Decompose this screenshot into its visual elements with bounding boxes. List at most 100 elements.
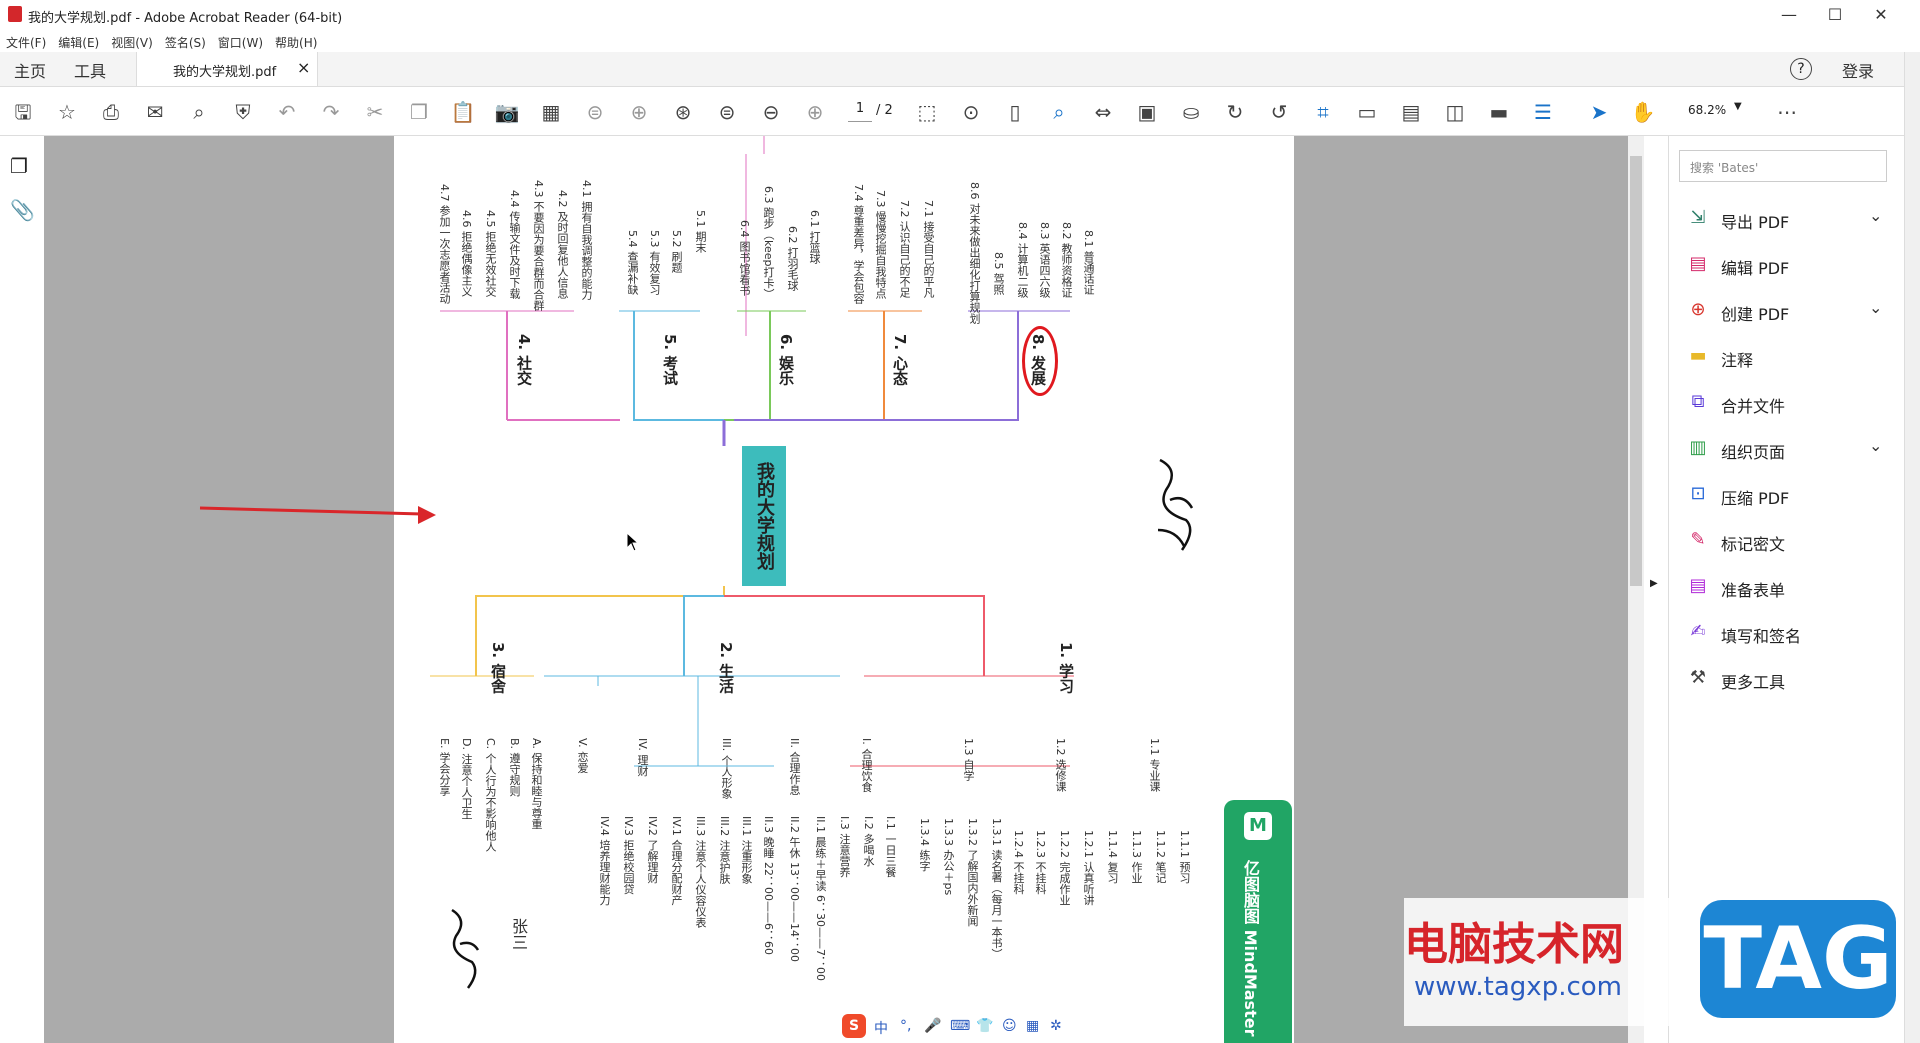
tool-comment[interactable]: ▬注释 [1687,342,1897,372]
page-number-input[interactable]: 1 [848,101,872,122]
save-icon[interactable]: 🖫 [14,100,32,124]
leaf-2-ii: II. 合理作息 [788,738,801,796]
zoom-icon[interactable]: ⊙ [962,100,980,124]
search-bates-input[interactable]: 搜索 'Bates' [1679,150,1887,182]
cut-icon[interactable]: ✂ [366,100,384,124]
minimize-button[interactable]: — [1781,5,1797,24]
rotate-cw-icon[interactable]: ↻ [1226,100,1244,124]
print-icon[interactable]: ⎙ [103,100,119,124]
ime-punctuation[interactable]: °, [900,1018,912,1034]
scroll-thumb[interactable] [1630,156,1642,586]
chevron-down-icon[interactable]: ⌄ [1869,298,1883,317]
tool-prepare-form[interactable]: ▤准备表单 [1687,572,1897,602]
compare-icon[interactable]: ▦ [541,100,561,124]
leaf-4-5: 4.5 拒绝无效社交 [484,210,497,297]
leaf-2-iii: III. 个人形象 [720,738,733,799]
copy-icon[interactable]: ❐ [410,100,428,124]
leaf-5-2: 5.2 刷题 [670,230,683,273]
menu-bar: 文件(F) 编辑(E) 视图(V) 签名(S) 窗口(W) 帮助(H) [0,30,1920,52]
menu-help[interactable]: 帮助(H) [275,36,318,50]
rotate-ccw-icon[interactable]: ↺ [1270,100,1288,124]
zoom-dropdown-icon[interactable]: ▼ [1734,101,1742,112]
last-page-icon[interactable]: ⊜ [718,100,736,124]
outer-scrollbar[interactable] [1904,52,1920,1043]
expand-right-pane-icon[interactable]: ▶ [1650,578,1658,589]
leaf-8-5: 8.5 驾照 [992,252,1005,295]
presentation-icon[interactable]: ▬ [1489,100,1509,124]
marquee-zoom-icon[interactable]: ⬚ [917,100,937,124]
tab-home[interactable]: 主页 [14,62,47,81]
pages-panel-icon[interactable]: ❐ [10,154,28,178]
thumbnails-icon[interactable]: ▤ [1401,100,1421,124]
leaf-1-3-4: 1.3.4 练字 [918,818,931,872]
crop-icon[interactable]: ⌗ [1317,100,1329,124]
more-tools-icon: ⚒ [1689,667,1707,688]
single-page-icon[interactable]: ▭ [1357,100,1377,124]
page-view-icon[interactable]: ▯ [1009,100,1021,124]
ime-keyboard-icon[interactable]: ⌨ [950,1018,971,1034]
find-icon[interactable]: ⌕ [1053,100,1065,124]
tool-fill-sign[interactable]: ✍填写和签名 [1687,618,1897,648]
zoom-level[interactable]: 68.2% [1688,103,1727,117]
more-options-icon[interactable]: ⋯ [1777,100,1797,124]
red-arrow-annotation [199,506,436,524]
tab-tools[interactable]: 工具 [74,62,107,81]
reading-mode-icon[interactable]: ☰ [1534,100,1552,124]
image-icon[interactable]: ▣ [1137,100,1157,124]
email-icon[interactable]: ✉ [146,100,164,124]
next-page-icon[interactable]: ⊛ [674,100,692,124]
attachment-icon[interactable]: 📎 [10,198,35,222]
vertical-scrollbar[interactable] [1628,136,1644,1043]
tool-more[interactable]: ⚒更多工具 [1687,664,1897,694]
snapshot-icon[interactable]: 📷 [494,100,520,124]
tab-document-label: 我的大学规划.pdf [173,65,277,80]
ime-skin-icon[interactable]: 👕 [976,1018,994,1034]
leaf-1-3-1: 1.3.1 读名著（每月一本书） [990,818,1003,960]
login-button[interactable]: 登录 [1842,62,1875,81]
two-page-icon[interactable]: ◫ [1445,100,1465,124]
ime-chinese-mode[interactable]: 中 [874,1021,888,1037]
hand-tool-icon[interactable]: ✋ [1630,100,1656,124]
leaf-1-2: 1.2 选修课 [1054,738,1067,792]
back-icon[interactable]: ⊖ [762,100,780,124]
ime-settings-icon[interactable]: ✲ [1050,1018,1062,1034]
menu-file[interactable]: 文件(F) [6,36,47,50]
sogou-logo-icon[interactable]: S [842,1014,866,1038]
forward-icon[interactable]: ⊕ [806,100,824,124]
chevron-down-icon[interactable]: ⌄ [1869,436,1883,455]
select-cursor-icon[interactable]: ➤ [1590,100,1608,124]
paste-icon[interactable]: 📋 [450,100,476,124]
tool-compress[interactable]: ⊡压缩 PDF [1687,480,1897,510]
tool-organize[interactable]: ▥组织页面⌄ [1687,434,1897,464]
ime-voice-icon[interactable]: 🎤 [924,1018,942,1034]
menu-window[interactable]: 窗口(W) [217,36,264,50]
bookmark-star-icon[interactable]: ☆ [58,100,76,124]
stamp-icon[interactable]: ⛀ [1182,100,1200,124]
close-button[interactable]: ✕ [1874,5,1888,24]
tool-edit-pdf[interactable]: ▤编辑 PDF [1687,250,1897,280]
ime-emoji-icon[interactable]: ☺ [1002,1018,1017,1034]
search-icon[interactable]: ⌕ [193,100,205,124]
tool-export-pdf[interactable]: ⇲导出 PDF⌄ [1687,204,1897,234]
maximize-button[interactable]: ☐ [1827,5,1843,24]
branch-4: 4. 社交 [515,334,533,386]
tool-redact[interactable]: ✎标记密文 [1687,526,1897,556]
branch-7: 7. 心态 [891,334,909,386]
tool-create-pdf[interactable]: ⊕创建 PDF⌄ [1687,296,1897,326]
leaf-8-6: 8.6 对未来做出细化打算规划 [968,182,981,324]
ime-toolbox-icon[interactable]: ▦ [1026,1018,1040,1034]
menu-sign[interactable]: 签名(S) [164,36,206,50]
help-icon[interactable]: ? [1790,58,1812,80]
undo-icon[interactable]: ↶ [278,100,296,124]
prev-page-icon[interactable]: ⊕ [630,100,648,124]
menu-view[interactable]: 视图(V) [111,36,153,50]
menu-edit[interactable]: 编辑(E) [58,36,100,50]
tool-combine[interactable]: ⧉合并文件 [1687,388,1897,418]
redo-icon[interactable]: ↷ [322,100,340,124]
protect-icon[interactable]: ⛨ [235,100,251,124]
tab-document[interactable]: 我的大学规划.pdf × [136,52,318,86]
first-page-icon[interactable]: ⊜ [586,100,604,124]
chevron-down-icon[interactable]: ⌄ [1869,206,1883,225]
tab-close-button[interactable]: × [297,58,311,77]
fit-width-icon[interactable]: ⇔ [1094,100,1112,124]
